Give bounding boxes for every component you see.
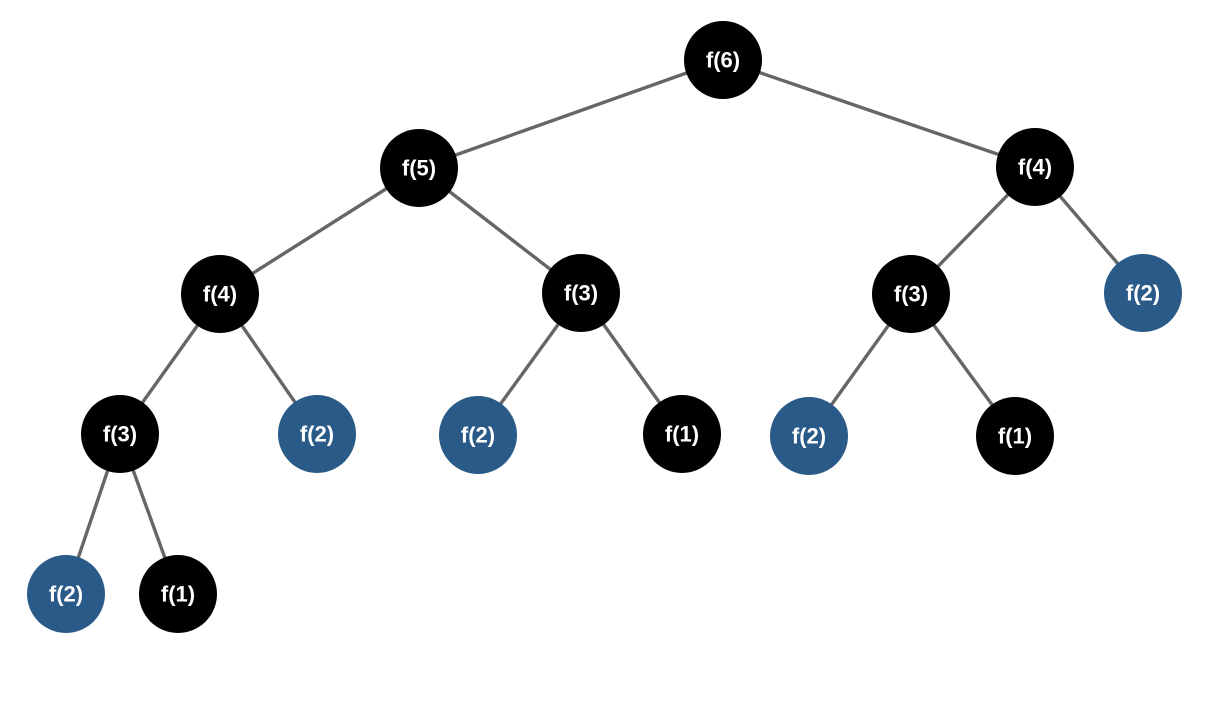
tree-node-circle [643,395,721,473]
tree-node-circle [81,395,159,473]
tree-node-label: f(2) [1126,281,1160,306]
tree-node-label: f(3) [103,422,137,447]
tree-node-circle [976,397,1054,475]
tree-edge [219,166,420,296]
tree-node-circle-highlight [1104,254,1182,332]
tree-node: f(4) [996,128,1074,206]
tree-node-circle-highlight [27,555,105,633]
tree-node-circle [380,129,458,207]
tree-node-label: f(2) [792,424,826,449]
tree-node: f(1) [643,395,721,473]
tree-node-circle-highlight [770,397,848,475]
tree-node-label: f(1) [665,422,699,447]
tree-node: f(2) [439,396,517,474]
tree-node: f(2) [27,555,105,633]
tree-node: f(3) [872,255,950,333]
tree-node-circle [542,254,620,332]
tree-node-circle [139,555,217,633]
tree-edge [722,58,1036,169]
tree-node-label: f(2) [461,423,495,448]
tree-node-label: f(1) [998,424,1032,449]
tree-node: f(3) [542,254,620,332]
tree-node: f(5) [380,129,458,207]
tree-node-label: f(2) [49,582,83,607]
tree-node-label: f(4) [203,282,237,307]
tree-node: f(4) [181,255,259,333]
tree-node-circle [181,255,259,333]
tree-node: f(3) [81,395,159,473]
tree-node-label: f(5) [402,156,436,181]
tree-node-label: f(2) [300,422,334,447]
tree-nodes-layer: f(6) f(5) f(4) f(4) f(3) f(3) f(2) f(3) f(2) f(2)… [27,21,1182,633]
tree-node-circle [684,21,762,99]
tree-node: f(2) [1104,254,1182,332]
tree-node-label: f(4) [1018,155,1052,180]
tree-node-label: f(3) [894,282,928,307]
tree-node-circle [872,255,950,333]
tree-node-label: f(6) [706,48,740,73]
tree-edge [418,58,724,170]
tree-node: f(6) [684,21,762,99]
tree-node: f(2) [278,395,356,473]
tree-node: f(1) [976,397,1054,475]
tree-node: f(1) [139,555,217,633]
tree-node-circle [996,128,1074,206]
tree-node-circle-highlight [439,396,517,474]
tree-node: f(2) [770,397,848,475]
tree-node-label: f(3) [564,281,598,306]
tree-node-label: f(1) [161,582,195,607]
tree-node-circle-highlight [278,395,356,473]
